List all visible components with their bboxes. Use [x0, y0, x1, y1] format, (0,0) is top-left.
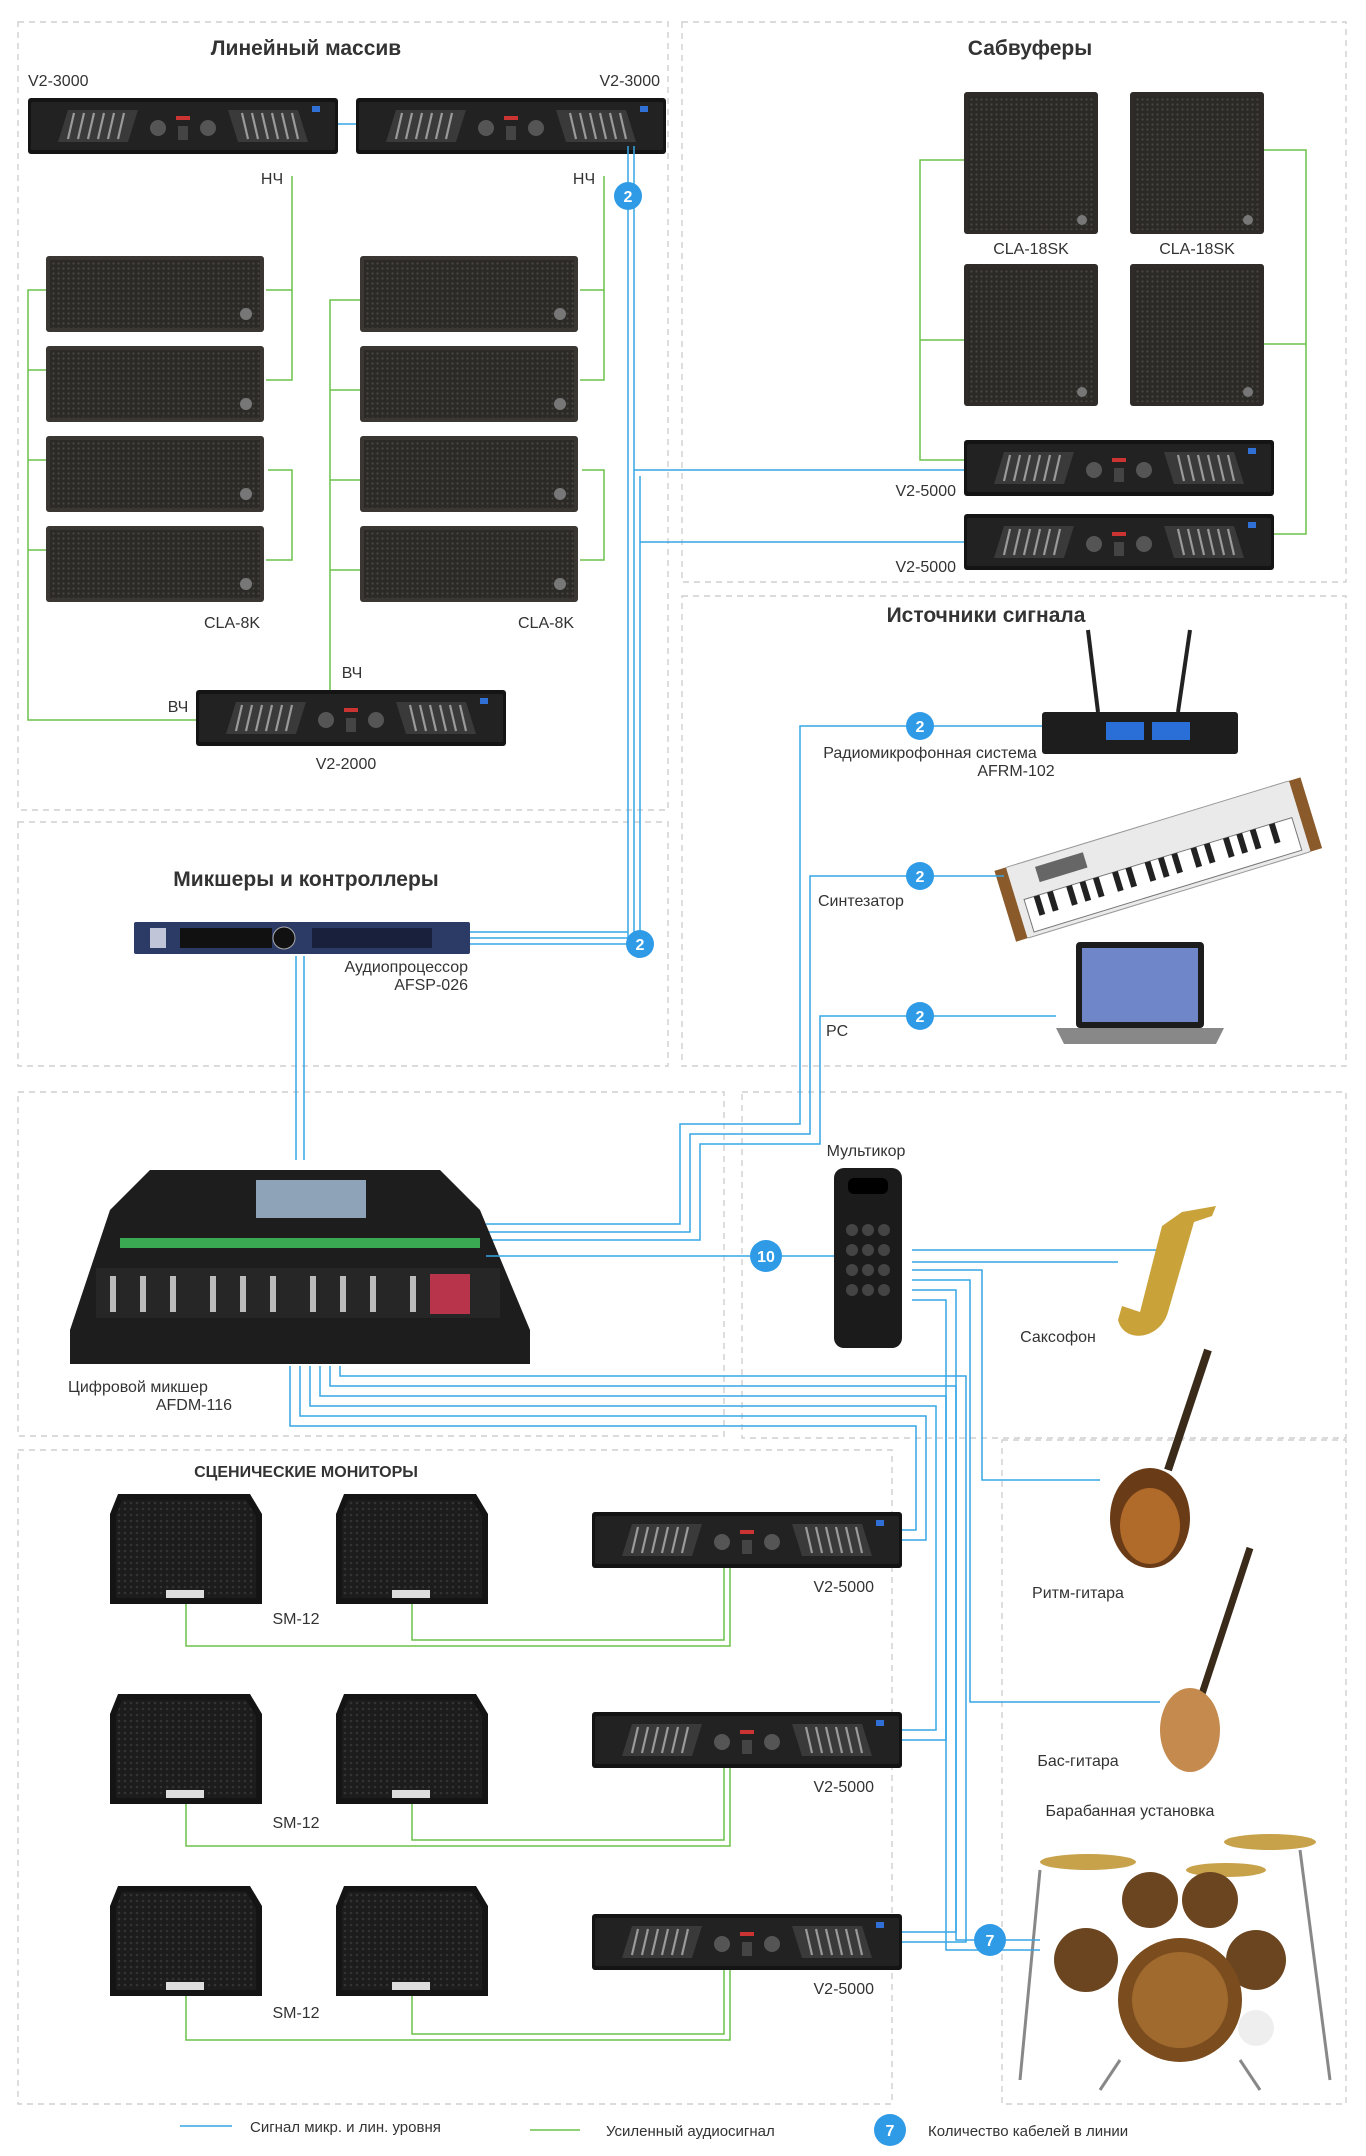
- badge-radio-mic-text: 2: [916, 719, 925, 736]
- line-array-cabinet-l3: [46, 436, 264, 512]
- label-radio-mic-2: AFRM-102: [977, 763, 1054, 780]
- label-cla18sk-2: CLA-18SK: [1159, 241, 1235, 258]
- line-array-cabinet-l2: [46, 346, 264, 422]
- line-array-cabinet-r3: [360, 436, 578, 512]
- monitor-amp-1: [590, 1510, 904, 1570]
- line-array-cabinet-l4: [46, 526, 264, 602]
- badge-synth: 2: [906, 862, 934, 890]
- badge-pc-text: 2: [916, 1009, 925, 1026]
- bass-guitar: [1160, 1546, 1254, 1772]
- laptop: [1056, 942, 1224, 1044]
- monitor-3b: [336, 1886, 488, 1996]
- badge-line-array-text: 2: [624, 189, 633, 206]
- drum-kit: [1018, 1834, 1332, 2091]
- legend-badge-text: 7: [886, 2123, 895, 2140]
- badge-drums-text: 7: [986, 1933, 995, 1950]
- label-processor-1: Аудиопроцессор: [345, 959, 469, 976]
- multicore-stagebox: [834, 1168, 902, 1348]
- label-lf-left: НЧ: [261, 171, 283, 188]
- monitor-1b: [336, 1494, 488, 1604]
- audio-processor: [134, 922, 470, 954]
- monitor-1a: [110, 1494, 262, 1604]
- legend-cable-count-label: Количество кабелей в линии: [928, 2123, 1128, 2140]
- amp-v2-3000-right: [354, 96, 668, 156]
- label-mon-amp-1: V2-5000: [814, 1579, 875, 1596]
- monitor-2b: [336, 1694, 488, 1804]
- sub-amp-2: [962, 512, 1276, 572]
- legend: Сигнал микр. и лин. уровня Усиленный ауд…: [180, 2114, 1128, 2146]
- subwoofer-1: [964, 92, 1098, 234]
- label-sub-amp-2: V2-5000: [896, 559, 957, 576]
- subwoofer-4: [1130, 264, 1264, 406]
- label-sm12-2: SM-12: [272, 1815, 319, 1832]
- badge-pc: 2: [906, 1002, 934, 1030]
- badge-drums: 7: [974, 1924, 1006, 1956]
- legend-amplified-label: Усиленный аудиосигнал: [606, 2123, 775, 2140]
- monitor-amp-3: [590, 1912, 904, 1972]
- label-mixer-1: Цифровой микшер: [68, 1379, 208, 1396]
- badge-multicore: 10: [750, 1240, 782, 1272]
- line-array-cabinet-r4: [360, 526, 578, 602]
- badge-radio-mic: 2: [906, 712, 934, 740]
- section-title-line-array: Линейный массив: [211, 37, 401, 60]
- badge-processor-text: 2: [636, 937, 645, 954]
- sub-amp-1: [962, 438, 1276, 498]
- label-hf-left: ВЧ: [168, 699, 189, 716]
- label-pc: PC: [826, 1023, 848, 1040]
- label-lf-right: НЧ: [573, 171, 595, 188]
- badge-line-array: 2: [614, 182, 642, 210]
- synthesizer: [994, 777, 1323, 942]
- subwoofer-3: [964, 264, 1098, 406]
- label-synth: Синтезатор: [818, 893, 904, 910]
- label-amp-v2-2000: V2-2000: [316, 756, 377, 773]
- amp-v2-2000: [194, 688, 508, 748]
- section-title-sources: Источники сигнала: [887, 604, 1086, 627]
- label-multicore: Мультикор: [827, 1143, 906, 1160]
- section-title-monitors: СЦЕНИЧЕСКИЕ МОНИТОРЫ: [194, 1464, 418, 1481]
- legend-signal-label: Сигнал микр. и лин. уровня: [250, 2119, 441, 2136]
- label-cla18sk-1: CLA-18SK: [993, 241, 1069, 258]
- badge-multicore-text: 10: [757, 1249, 775, 1266]
- label-sm12-1: SM-12: [272, 1611, 319, 1628]
- label-sax: Саксофон: [1020, 1329, 1096, 1346]
- label-mon-amp-2: V2-5000: [814, 1779, 875, 1796]
- label-sm12-3: SM-12: [272, 2005, 319, 2022]
- badge-synth-text: 2: [916, 869, 925, 886]
- saxophone: [1118, 1206, 1216, 1336]
- line-array-cabinet-l1: [46, 256, 264, 332]
- label-sub-amp-1: V2-5000: [896, 483, 957, 500]
- monitor-amp-2: [590, 1710, 904, 1770]
- badge-processor: 2: [626, 930, 654, 958]
- label-amp-v2-3000-right: V2-3000: [600, 73, 661, 90]
- line-array-cabinet-r1: [360, 256, 578, 332]
- monitor-2a: [110, 1694, 262, 1804]
- label-rhythm-guitar: Ритм-гитара: [1032, 1585, 1124, 1602]
- label-bass-guitar: Бас-гитара: [1037, 1753, 1118, 1770]
- label-processor-2: AFSP-026: [394, 977, 468, 994]
- label-cla8k-left: CLA-8K: [204, 615, 260, 632]
- label-radio-mic-1: Радиомикрофонная система: [823, 745, 1037, 762]
- section-title-mixers: Микшеры и контроллеры: [173, 868, 438, 891]
- monitor-3a: [110, 1886, 262, 1996]
- label-hf-right: ВЧ: [342, 665, 363, 682]
- label-mixer-2: AFDM-116: [156, 1397, 232, 1414]
- radio-mic-receiver: [1042, 629, 1238, 754]
- label-mon-amp-3: V2-5000: [814, 1981, 875, 1998]
- label-drums: Барабанная установка: [1046, 1803, 1215, 1820]
- amp-v2-3000-left: [26, 96, 340, 156]
- label-cla8k-right: CLA-8K: [518, 615, 574, 632]
- line-array-cabinet-r2: [360, 346, 578, 422]
- digital-mixer: [70, 1170, 530, 1364]
- rhythm-guitar: [1110, 1348, 1212, 1568]
- section-title-subwoofers: Сабвуферы: [968, 37, 1092, 60]
- label-amp-v2-3000-left: V2-3000: [28, 73, 89, 90]
- subwoofer-2: [1130, 92, 1264, 234]
